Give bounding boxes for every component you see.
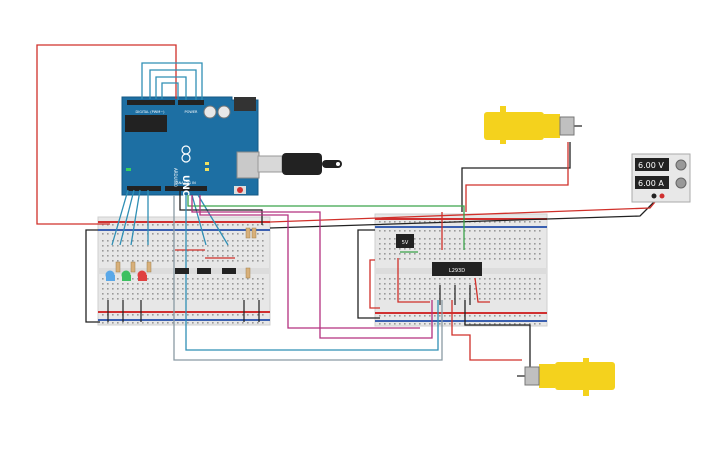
- led-green[interactable]: [121, 270, 132, 282]
- digital-label: DIGITAL (PWM~): [135, 110, 165, 114]
- current-knob[interactable]: [675, 177, 687, 189]
- voltage-knob[interactable]: [675, 159, 687, 171]
- left-board-pins: [107, 300, 260, 322]
- voltage-regulator[interactable]: 5V: [396, 234, 414, 248]
- usb-cable[interactable]: [257, 153, 342, 175]
- board-name-label: UNO: [180, 175, 190, 198]
- resistors-left[interactable]: [115, 227, 257, 279]
- driver-label: L293D: [449, 268, 465, 274]
- analog-label: ANALOG IN: [176, 181, 196, 185]
- arduino-logo-icon: [181, 145, 191, 163]
- arduino-uno-board[interactable]: DIGITAL (PWM~) POWER ANALOG IN ARDUINO U…: [121, 96, 260, 198]
- led-blue[interactable]: [105, 270, 116, 282]
- current-display: [635, 176, 669, 189]
- push-buttons[interactable]: [175, 268, 236, 274]
- power-label: POWER: [185, 110, 199, 114]
- voltage-display: [635, 158, 669, 171]
- positive-terminal[interactable]: [659, 193, 665, 199]
- power-supply[interactable]: 6.00 V 6.00 A: [631, 153, 691, 203]
- dc-motor-top[interactable]: [484, 106, 582, 144]
- regulator-label: 5V: [402, 240, 409, 246]
- current-readout: 6.00 A: [638, 179, 664, 188]
- l293d-driver-chip[interactable]: L293D: [432, 262, 482, 276]
- right-board-pins: [439, 285, 471, 305]
- led-red[interactable]: [137, 270, 148, 282]
- dc-motor-bottom[interactable]: [517, 358, 615, 396]
- brand-label: ARDUINO: [173, 168, 178, 187]
- voltage-readout: 6.00 V: [638, 161, 664, 170]
- negative-terminal[interactable]: [651, 193, 657, 199]
